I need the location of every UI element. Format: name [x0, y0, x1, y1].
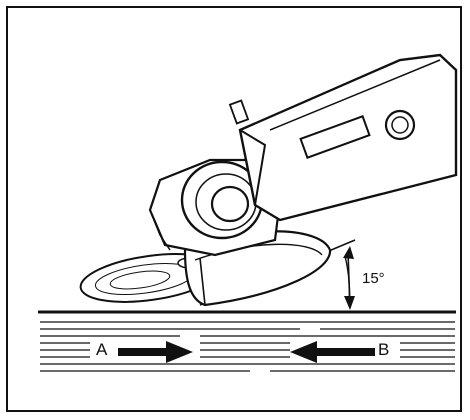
- angle-label: 15°: [362, 270, 385, 287]
- work-surface-hatching: [40, 321, 455, 372]
- direction-label-a: A: [94, 340, 110, 359]
- arrow-a: [118, 341, 193, 363]
- arrow-b: [290, 341, 375, 363]
- power-switch: [384, 109, 416, 141]
- side-handle: [180, 160, 264, 240]
- vent-slot: [299, 115, 371, 159]
- direction-label-b: B: [376, 340, 392, 359]
